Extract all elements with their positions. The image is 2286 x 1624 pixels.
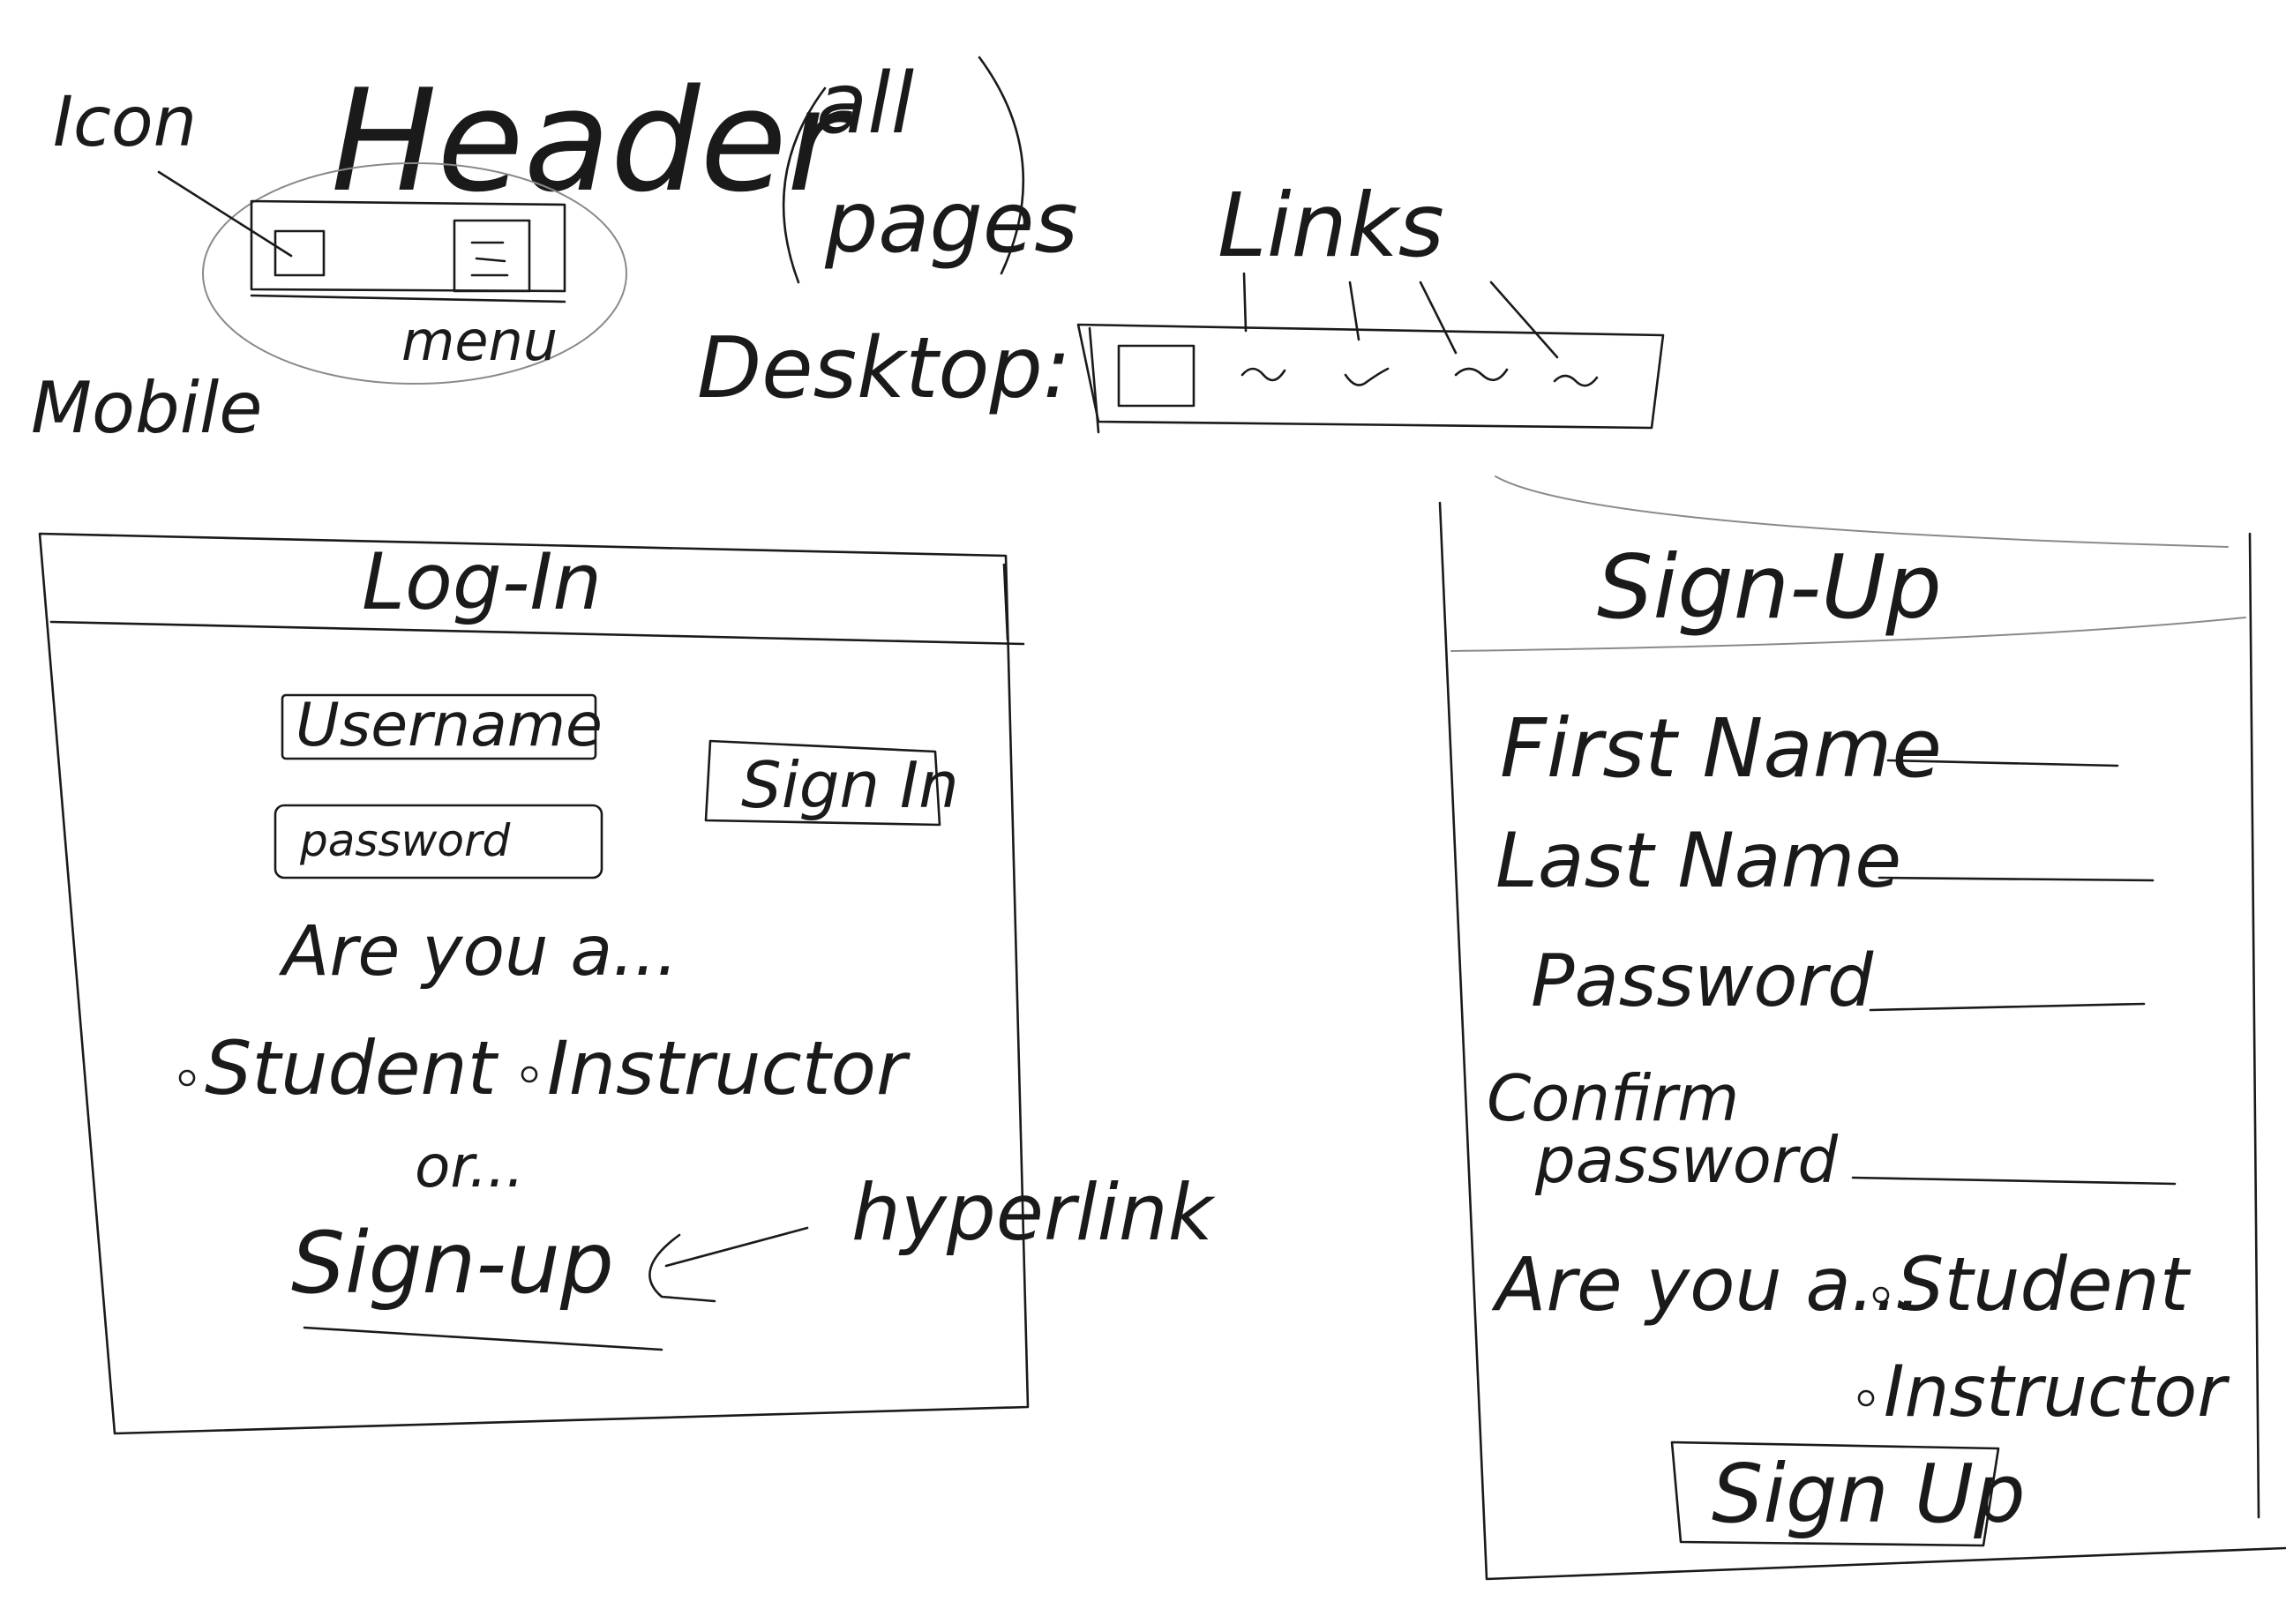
last-name-input[interactable] — [1878, 876, 2155, 882]
login-instructor-radio[interactable] — [521, 1066, 538, 1083]
login-title-divider — [49, 620, 1025, 646]
desktop-annotation: Desktop: — [697, 320, 1071, 417]
signup-hyperlink-underline — [303, 1326, 663, 1351]
all-pages-right-paren — [978, 56, 1025, 275]
signup-panel-title: Sign-Up — [1597, 535, 1942, 639]
password-placeholder: password — [299, 815, 511, 866]
links-pointer-3 — [1419, 281, 1458, 355]
desktop-nav-link-3 — [1454, 367, 1509, 382]
desktop-nav-link-2 — [1344, 367, 1390, 386]
signup-instructor-radio[interactable] — [1857, 1389, 1875, 1407]
signup-panel-frame — [1438, 501, 2286, 1581]
login-role-prompt: Are you a... — [278, 912, 678, 992]
desktop-nav-link-4 — [1553, 374, 1599, 387]
password-input[interactable] — [274, 804, 603, 879]
hyperlink-annotation: hyperlink — [851, 1167, 1216, 1258]
all-pages-left-paren — [782, 86, 827, 284]
mobile-header-circle — [202, 162, 627, 385]
confirm-password-input[interactable] — [1851, 1176, 2177, 1186]
icon-annotation: Icon — [53, 83, 197, 162]
login-or-text: or... — [415, 1133, 524, 1201]
signin-button-label: Sign In — [741, 748, 959, 822]
signup-password-label: Password — [1531, 939, 1874, 1023]
signup-hyperlink[interactable]: Sign-up — [291, 1214, 614, 1313]
header-title: Header — [331, 58, 853, 223]
username-input[interactable] — [281, 693, 597, 760]
signup-student-label: Student — [1897, 1241, 2192, 1328]
signup-panel-right-edge — [2248, 532, 2260, 1519]
signup-password-input[interactable] — [1869, 1002, 2146, 1012]
desktop-nav-link-1 — [1240, 367, 1286, 382]
desktop-header-left-edge — [1088, 326, 1100, 434]
confirm-password-label-line2: password — [1534, 1123, 1839, 1197]
signup-student-radio[interactable] — [1872, 1286, 1890, 1304]
signup-role-prompt: Are you a... — [1491, 1241, 1922, 1328]
desktop-header-bar — [1076, 323, 1665, 430]
all-pages-note-line2: pages — [824, 175, 1078, 272]
login-student-radio[interactable] — [178, 1069, 196, 1087]
signup-panel-top-arc — [1495, 475, 2229, 548]
desktop-logo-icon — [1117, 344, 1195, 408]
signin-button[interactable] — [704, 739, 941, 827]
login-panel-title: Log-In — [362, 536, 602, 627]
menu-icon-line-2 — [475, 257, 506, 263]
mobile-logo-icon — [274, 229, 326, 277]
mobile-menu-icon — [453, 219, 531, 293]
hyperlink-arrow — [648, 1226, 809, 1303]
login-panel-frame — [38, 532, 1030, 1435]
first-name-input[interactable] — [1886, 759, 2119, 767]
links-pointer-4 — [1489, 281, 1559, 359]
signup-submit-label: Sign Up — [1712, 1447, 2026, 1541]
mobile-header-bar — [250, 199, 566, 293]
links-annotation: Links — [1218, 174, 1444, 277]
first-name-label: First Name — [1500, 701, 1942, 796]
icon-pointer-line — [157, 170, 293, 258]
mobile-annotation: Mobile — [31, 367, 262, 449]
login-instructor-label: Instructor — [547, 1025, 911, 1111]
username-placeholder: Username — [296, 691, 603, 760]
signup-submit-button[interactable] — [1670, 1441, 2000, 1547]
login-student-label: Student — [205, 1025, 499, 1111]
menu-annotation: menu — [401, 309, 558, 373]
login-right-edge-mark — [1002, 563, 1009, 641]
links-pointer-2 — [1348, 281, 1360, 341]
mobile-header-baseline — [250, 294, 566, 303]
all-pages-note-line1: all — [816, 56, 914, 153]
confirm-password-label-line1: Confirm — [1487, 1061, 1739, 1135]
last-name-label: Last Name — [1495, 817, 1901, 905]
signup-title-divider — [1450, 617, 2246, 652]
links-pointer-1 — [1242, 272, 1248, 333]
signup-instructor-label: Instructor — [1884, 1351, 2230, 1433]
